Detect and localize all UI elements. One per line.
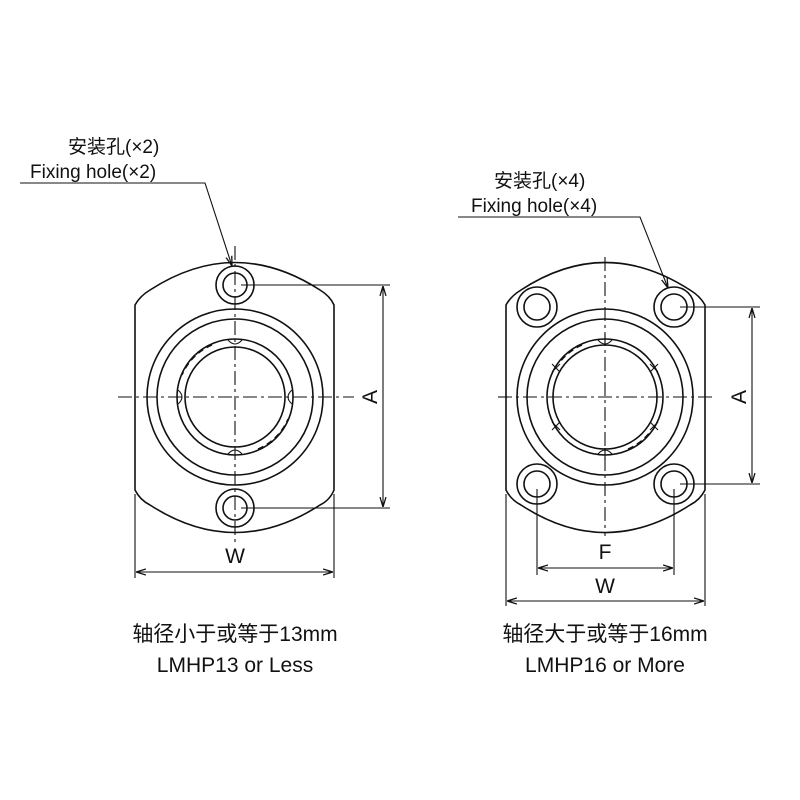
left-dimension-a-label: A xyxy=(359,390,382,404)
right-hole-label-cn: 安装孔(×4) xyxy=(494,170,585,192)
right-caption-en: LMHP16 or More xyxy=(525,654,685,677)
left-caption-en: LMHP13 or Less xyxy=(157,654,313,677)
left-hidden-line xyxy=(257,418,289,450)
left-flange-outline xyxy=(134,261,335,534)
left-dimension-w-label: W xyxy=(225,545,245,568)
left-flange-drawing: A W 安装孔(×2) Fixing hole(×2) 轴径小于或等于13mm … xyxy=(20,136,390,677)
right-hidden-line xyxy=(559,344,583,363)
right-leader-line xyxy=(458,216,668,288)
right-flange-drawing: A F W 安装孔(×4) Fixing hole(×4) 轴径大于或等于16m… xyxy=(458,170,760,677)
right-hidden-line xyxy=(627,431,651,450)
right-caption-cn: 轴径大于或等于16mm xyxy=(502,623,707,646)
left-leader-line xyxy=(20,182,232,266)
left-hidden-line xyxy=(181,344,213,376)
right-dimension-w-label: W xyxy=(595,575,615,598)
right-dimension-a-label: A xyxy=(728,390,751,404)
left-hole-label-en: Fixing hole(×2) xyxy=(30,162,156,183)
left-caption-cn: 轴径小于或等于13mm xyxy=(132,623,337,646)
left-hole-label-cn: 安装孔(×2) xyxy=(68,136,159,158)
right-hole-label-en: Fixing hole(×4) xyxy=(471,196,597,217)
right-flange-outline xyxy=(505,261,706,534)
right-dimension-f-label: F xyxy=(599,541,612,564)
right-fixing-hole-top-left xyxy=(516,286,558,328)
